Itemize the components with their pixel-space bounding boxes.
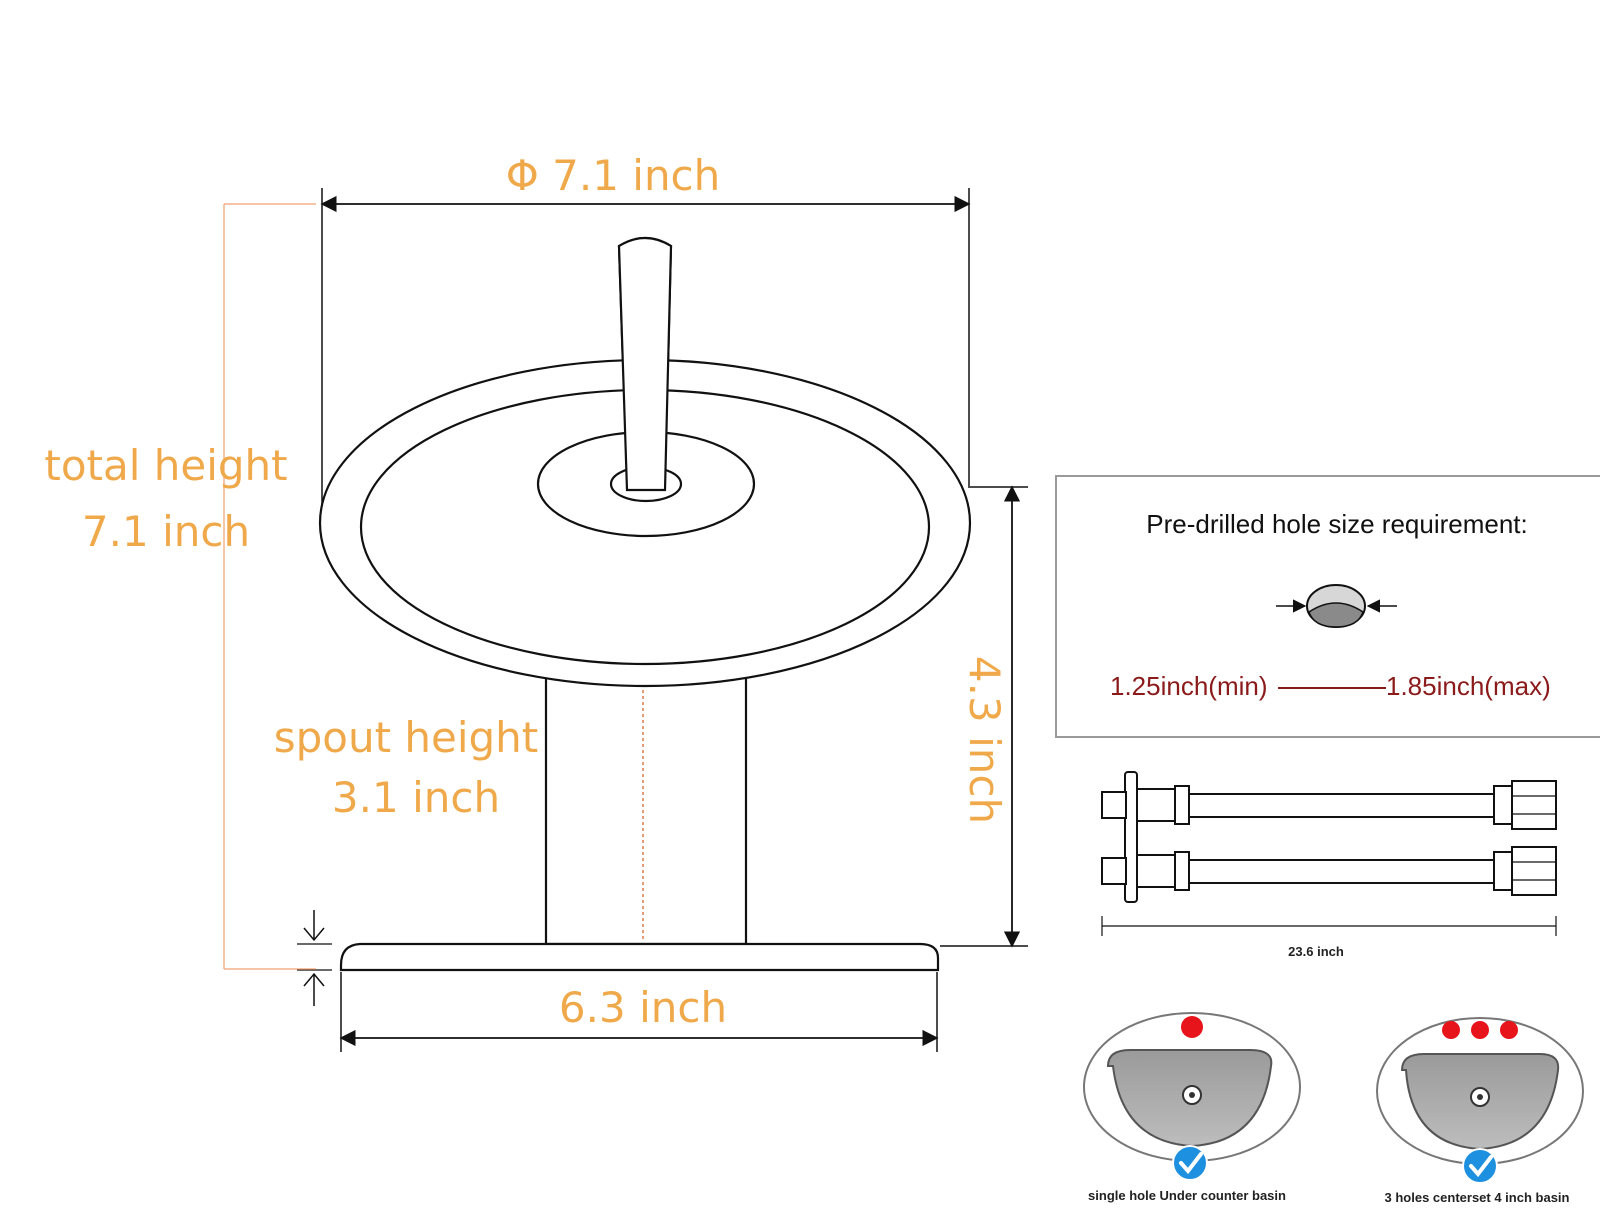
- vertical-height-label: 4.3 inch: [960, 656, 1009, 824]
- thickness-arrow-down-icon: [303, 910, 325, 942]
- faucet-drawing: [297, 188, 1028, 1052]
- spout-column: [544, 674, 748, 946]
- hole-icon: [1276, 584, 1397, 628]
- total-height-bracket: [223, 203, 316, 970]
- hole-min-label: 1.25inch(min): [1110, 671, 1268, 701]
- check-icon: [1462, 1148, 1498, 1184]
- hole-requirement-panel: Pre-drilled hole size requirement: 1.25i…: [1055, 475, 1600, 738]
- hose-upper: [1101, 780, 1557, 830]
- diameter-label: Φ 7.1 inch: [506, 151, 721, 200]
- thickness-arrow-up-icon: [303, 972, 325, 1006]
- basin-hole-dot: [1181, 1016, 1203, 1038]
- hose-length-label: 23.6 inch: [1288, 944, 1344, 959]
- hole-max-label: 1.85inch(max): [1386, 671, 1551, 701]
- hole-panel-title: Pre-drilled hole size requirement:: [1146, 509, 1528, 539]
- hose-lower: [1101, 846, 1557, 896]
- base-plate: [339, 942, 940, 972]
- lever-handle-front: [617, 236, 673, 492]
- hose-mount-plate: [1124, 771, 1138, 903]
- spout-height-label-line1: spout height: [274, 713, 539, 762]
- total-height-label-line2: 7.1 inch: [82, 507, 250, 556]
- basin-hole-dot: [1500, 1021, 1518, 1039]
- hoses-drawing: [1101, 771, 1557, 936]
- basin-hole-dot: [1471, 1021, 1489, 1039]
- basin-single-hole: [1083, 1012, 1301, 1181]
- basin-three-holes: [1376, 1017, 1584, 1184]
- check-icon: [1172, 1145, 1208, 1181]
- basin-three-caption: 3 holes centerset 4 inch basin: [1385, 1190, 1570, 1205]
- spout-height-label-line2: 3.1 inch: [332, 773, 500, 822]
- total-height-label-line1: total height: [44, 441, 287, 490]
- basin-single-caption: single hole Under counter basin: [1088, 1188, 1286, 1203]
- base-width-label: 6.3 inch: [559, 983, 727, 1032]
- basin-hole-dot: [1442, 1021, 1460, 1039]
